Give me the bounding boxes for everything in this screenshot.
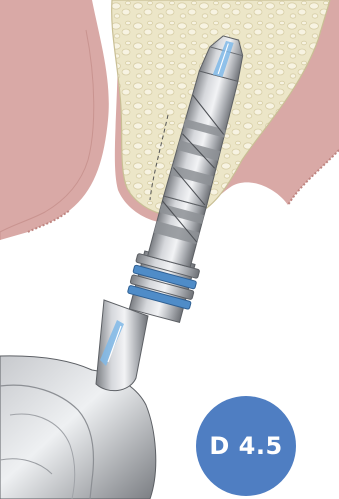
diameter-badge: D 4.5 <box>196 396 296 496</box>
handpiece-icon <box>0 300 156 499</box>
diameter-label: D 4.5 <box>209 432 282 460</box>
